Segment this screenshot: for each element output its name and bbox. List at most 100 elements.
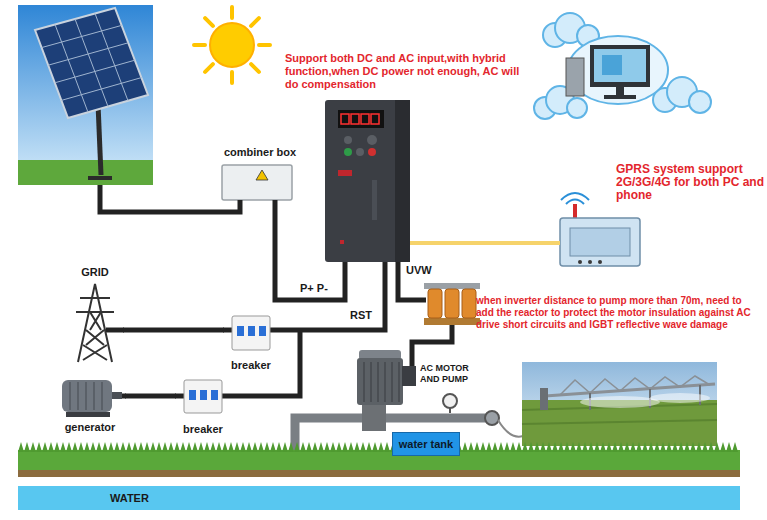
note-text: when inverter distance to pump more than… (476, 295, 760, 331)
grass-blades (498, 442, 504, 452)
grass-blades (120, 442, 126, 452)
node-box: combiner box (218, 146, 302, 202)
grass-blades (516, 442, 522, 452)
node-label: combiner box (224, 146, 296, 159)
grass-blades (168, 442, 174, 452)
grass-blades (372, 442, 378, 452)
grass-blades (714, 442, 720, 452)
grass-blades (300, 442, 306, 452)
grass-blades (48, 442, 54, 452)
grass-blades (552, 442, 558, 452)
comm-line (410, 241, 560, 245)
grass-blades (546, 442, 552, 452)
grass-blades (594, 442, 600, 452)
generator-drawing (112, 392, 122, 399)
sun (210, 23, 254, 67)
node-box: breaker (224, 314, 278, 372)
grass-blades (612, 442, 618, 452)
grass-blades (480, 442, 486, 452)
irrigation-photo (522, 362, 717, 446)
solar-panel (18, 160, 153, 185)
motor-pump (364, 362, 399, 402)
grass-blades (282, 442, 288, 452)
grass-blades (720, 442, 726, 452)
grass-blades (318, 442, 324, 452)
grass-blades (348, 442, 354, 452)
gprs-module (561, 193, 589, 204)
grass-blades (528, 442, 534, 452)
grass-blades (78, 442, 84, 452)
grass-blades (42, 442, 48, 452)
inverter (361, 114, 369, 124)
grass-blades (180, 442, 186, 452)
inverter (344, 136, 352, 144)
cloud-computer (534, 13, 711, 119)
grass-blades (588, 442, 594, 452)
power-wires (100, 185, 240, 212)
solar-panel (18, 5, 153, 185)
grass-blades (30, 442, 36, 452)
grass-blades (84, 442, 90, 452)
power-wires (106, 328, 124, 333)
grass-blades (540, 442, 546, 452)
grass-blades (642, 442, 648, 452)
signal-name: UVW (406, 264, 432, 277)
inverter (367, 135, 377, 145)
node-label: breaker (183, 423, 223, 436)
grass-blades (138, 442, 144, 452)
grass-blades (726, 442, 732, 452)
grass-blades (570, 442, 576, 452)
irrigation-photo (540, 388, 548, 410)
cloud-computer (689, 91, 711, 113)
breaker-generator (184, 380, 222, 413)
grass-blades (24, 442, 30, 452)
grass-blades (102, 442, 108, 452)
generator-drawing (62, 380, 122, 417)
grid-tower (83, 312, 107, 360)
reactor (445, 289, 459, 318)
grass-blades (648, 442, 654, 452)
solar-panel (35, 8, 148, 118)
soil-band (18, 470, 740, 477)
grass-blades (162, 442, 168, 452)
breaker-grid (232, 316, 270, 350)
node-box: WATER (18, 486, 740, 510)
motor-pump (357, 358, 403, 405)
generator-drawing (66, 412, 110, 417)
breaker-grid (259, 326, 266, 336)
cloud-computer (604, 95, 636, 99)
inverter (356, 148, 364, 156)
combiner-box-drawing (222, 165, 292, 200)
sun (194, 7, 270, 83)
signal-name: P+ P- (300, 282, 328, 295)
grass-blades (708, 442, 714, 452)
pipes (386, 414, 488, 423)
combiner-box-drawing (222, 165, 292, 200)
cloud-computer (590, 45, 650, 87)
breaker-generator (200, 390, 207, 400)
grass-blades (606, 442, 612, 452)
grass-blades (240, 442, 246, 452)
reactor (424, 283, 480, 325)
grass-blades (366, 442, 372, 452)
breaker-generator (189, 390, 196, 400)
grass-blades (222, 442, 228, 452)
solar-panel (55, 14, 128, 113)
pipes (485, 411, 499, 425)
combiner-box-drawing (256, 170, 268, 180)
reactor (424, 283, 480, 289)
inverter (368, 148, 376, 156)
node-box: breaker (176, 378, 230, 436)
inverter (372, 180, 377, 220)
gprs-module (598, 260, 602, 264)
breaker-grid (232, 316, 270, 350)
irrigation-photo (522, 362, 717, 446)
grid-tower (76, 298, 114, 312)
node-box: water tank (392, 432, 460, 456)
inverter (340, 240, 344, 244)
grass-blades (630, 442, 636, 452)
grass-blades (576, 442, 582, 452)
node-label: breaker (231, 359, 271, 372)
grass-blades (228, 442, 234, 452)
